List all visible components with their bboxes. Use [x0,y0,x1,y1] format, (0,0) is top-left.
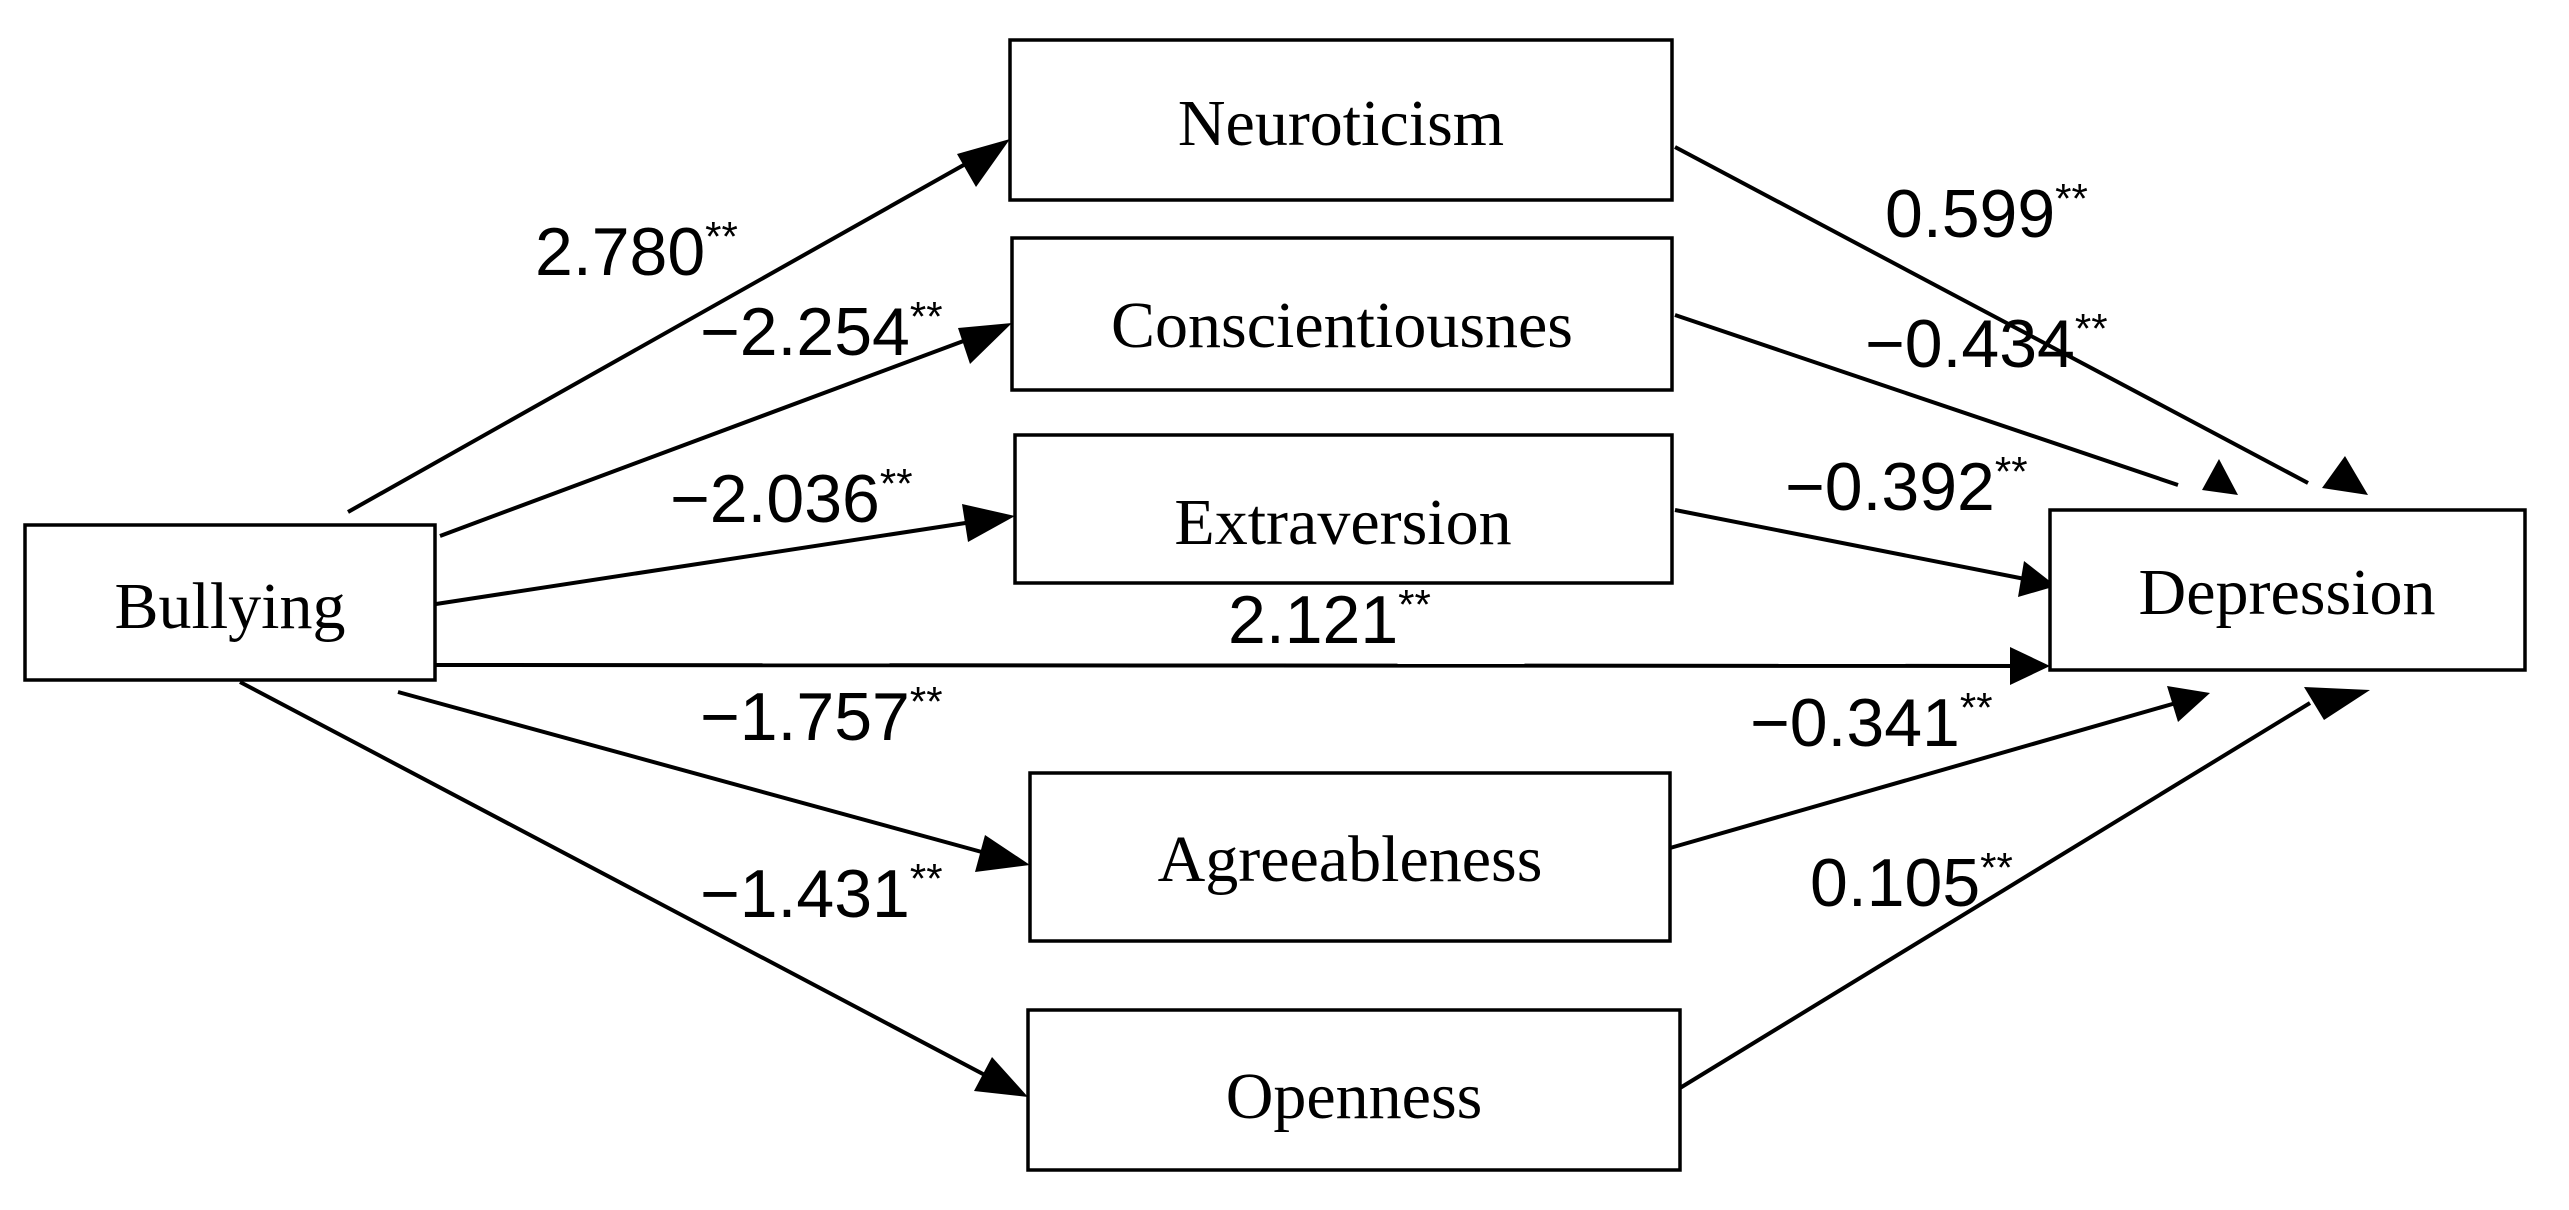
coef-extraversion-depression: −0.392** [1785,448,2028,525]
coef-bullying-neuroticism: 2.780** [535,213,738,290]
node-bullying-label: Bullying [114,570,345,643]
edge-bullying-extraversion [435,518,986,606]
arrowhead-depression-direct [2010,647,2050,685]
edge-bullying-depression [435,663,2023,668]
sig-mark: ** [1995,448,2028,495]
coef-bullying-conscientiousness: −2.254** [700,293,943,370]
edge-neuroticism-depression [1674,145,2309,485]
edges [239,145,2312,1090]
arrowhead-openness [974,1057,1028,1097]
node-conscientiousness: Conscientiousnes [1010,236,1674,392]
coef-bullying-depression: 2.121** [1228,581,1431,658]
arrowhead-neuroticism-depression [2322,456,2368,495]
arrowhead-conscientiousness [958,323,1012,364]
sig-mark: ** [2075,305,2108,352]
node-extraversion: Extraversion [1013,433,1674,585]
node-agreeableness: Agreeableness [1028,771,1672,943]
edge-bullying-agreeableness [397,690,1001,859]
sig-mark: ** [1960,684,1993,731]
coef-bullying-openness: −1.431** [700,855,943,932]
sig-mark: ** [2055,175,2088,222]
arrowhead-extraversion [962,504,1015,542]
node-bullying: Bullying [23,523,437,682]
coefficient-labels: 2.780** −2.254** −2.036** 2.121** −1.757… [535,175,2108,932]
node-openness: Openness [1026,1008,1682,1172]
arrowheads [957,139,2370,1097]
sig-mark: ** [910,678,943,725]
coef-bullying-extraversion: −2.036** [670,460,913,537]
coef-conscientiousness-depression: −0.434** [1865,305,2108,382]
node-neuroticism-label: Neuroticism [1178,87,1504,160]
edge-conscientiousness-depression [1674,313,2179,487]
node-neuroticism: Neuroticism [1008,38,1674,202]
node-openness-label: Openness [1226,1060,1483,1133]
edge-bullying-conscientiousness [439,331,986,538]
sig-mark: ** [1398,581,1431,628]
sig-mark: ** [1980,844,2013,891]
node-depression-label: Depression [2139,556,2436,629]
arrowhead-conscientiousness-depression [2202,459,2238,495]
sig-mark: ** [910,293,943,340]
coef-agreeableness-depression: −0.341** [1750,684,1993,761]
sig-mark: ** [910,855,943,902]
edge-extraversion-depression [1674,508,2031,582]
arrowhead-openness-depression [2304,687,2370,720]
edge-bullying-neuroticism [347,151,986,514]
arrowhead-agreeableness-depression [2167,686,2210,722]
coef-bullying-agreeableness: −1.757** [700,678,943,755]
arrowhead-extraversion-depression [2018,561,2056,597]
arrowhead-agreeableness [975,835,1030,872]
edge-agreeableness-depression [1669,701,2177,850]
node-depression: Depression [2048,508,2527,672]
coef-neuroticism-depression: 0.599** [1885,175,2088,252]
node-extraversion-label: Extraversion [1174,486,1511,559]
arrowhead-neuroticism [957,139,1010,187]
node-conscientiousness-label: Conscientiousnes [1111,289,1573,362]
sig-mark: ** [705,213,738,260]
edge-openness-depression [1678,701,2312,1090]
coef-openness-depression: 0.105** [1810,844,2013,921]
sig-mark: ** [880,460,913,507]
node-agreeableness-label: Agreeableness [1158,823,1543,896]
edge-bullying-openness [239,680,1001,1085]
